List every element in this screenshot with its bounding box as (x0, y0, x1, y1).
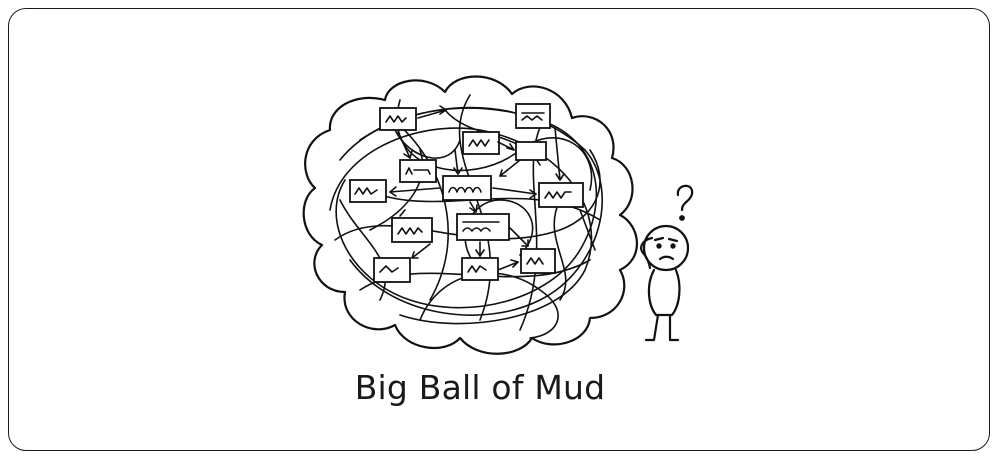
dependency-arrows (389, 105, 596, 271)
module-box (373, 257, 411, 283)
module-box (520, 248, 556, 274)
module-box (379, 107, 417, 131)
module-boxes (349, 103, 584, 283)
module-box (461, 257, 499, 281)
question-mark-icon (676, 184, 694, 212)
figure-head (642, 224, 690, 272)
module-box (391, 217, 433, 243)
module-box (515, 141, 547, 161)
module-box (538, 182, 584, 208)
mud-cloud-outline (302, 75, 638, 355)
module-box (515, 103, 551, 129)
module-box (349, 179, 387, 203)
module-box (456, 213, 510, 241)
module-box (462, 131, 500, 155)
module-box (399, 159, 437, 183)
module-box (442, 175, 492, 201)
question-mark-dot (679, 215, 685, 221)
diagram-caption: Big Ball of Mud (354, 368, 606, 407)
confused-stick-figure (640, 184, 694, 342)
